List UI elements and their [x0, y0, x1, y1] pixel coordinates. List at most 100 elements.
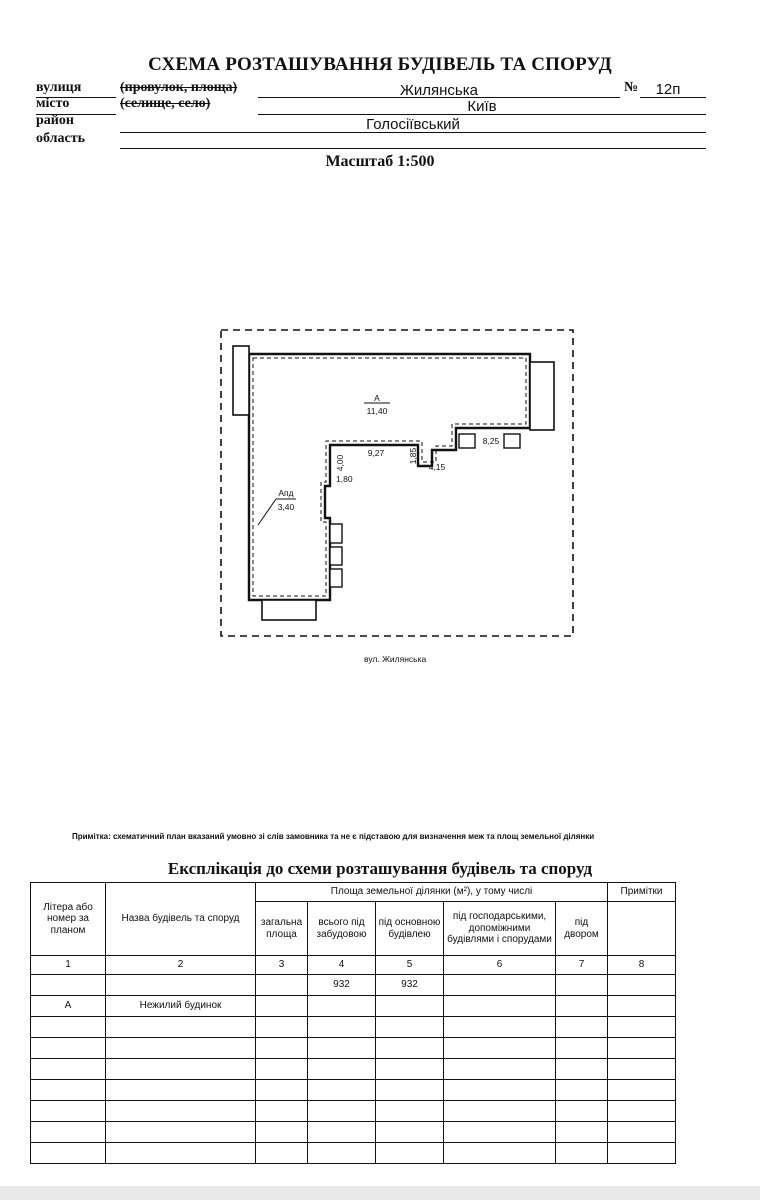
table-cell	[443, 1121, 556, 1143]
table-cell	[607, 1037, 677, 1059]
street-label-underline	[36, 97, 116, 98]
steps-4	[329, 546, 343, 566]
street-value: Жилянська	[400, 82, 478, 99]
table-cell	[554, 1142, 609, 1164]
table-cell	[307, 1142, 376, 1164]
table-cell	[307, 1016, 376, 1038]
dim-8-25: 8,25	[483, 436, 500, 446]
dim-4-15: 4,15	[429, 462, 446, 472]
col-number: 6	[443, 955, 556, 975]
disclaimer-note: Примітка: схематичний план вказаний умов…	[72, 832, 595, 841]
table-cell	[30, 1121, 106, 1143]
building-a-outline	[247, 352, 532, 602]
explication-title: Експлікація до схеми розташування будіве…	[167, 859, 593, 878]
number-value-line	[640, 97, 706, 98]
table-cell	[375, 995, 444, 1017]
table-cell	[30, 1142, 106, 1164]
table-cell	[607, 1142, 677, 1164]
table-cell	[105, 1058, 256, 1080]
table-cell	[443, 974, 556, 996]
table-cell	[307, 1058, 376, 1080]
number-label: №	[624, 80, 639, 95]
table-cell	[30, 1058, 106, 1080]
col-number: 1	[30, 955, 106, 975]
table-cell	[105, 1037, 256, 1059]
table-cell	[443, 1100, 556, 1122]
table-cell	[443, 1079, 556, 1101]
region-label: область	[36, 131, 85, 146]
table-cell	[443, 1016, 556, 1038]
table-cell	[255, 1100, 308, 1122]
table-cell	[105, 1016, 256, 1038]
annex-south	[261, 599, 317, 621]
table-cell	[105, 1100, 256, 1122]
table-cell	[255, 1058, 308, 1080]
steps-5	[329, 568, 343, 588]
annex-east	[529, 361, 555, 431]
table-cell	[105, 1121, 256, 1143]
header-total: загальна площа	[255, 901, 308, 956]
table-cell: 932	[307, 974, 376, 996]
city-value-line	[258, 114, 706, 115]
table-cell	[307, 1037, 376, 1059]
table-cell	[30, 974, 106, 996]
table-cell	[554, 995, 609, 1017]
dim-1-85: 1,85	[408, 447, 418, 464]
table-row	[30, 1037, 677, 1059]
table-cell	[443, 995, 556, 1017]
building-a-inner-contour	[252, 357, 527, 597]
table-cell	[255, 1142, 308, 1164]
street-type-struck: (провулок, площа)	[120, 80, 238, 95]
site-plan: А 11,40 9,27 4,00 1,80 1,85 4,15 8,25 Ап…	[220, 329, 574, 637]
col-number: 8	[607, 955, 677, 975]
city-type-struck: (селище, село)	[120, 96, 211, 111]
column-number-row: 1 2 3 4 5 6 7 8	[30, 955, 677, 975]
annex-west	[232, 345, 250, 416]
dim-9-27: 9,27	[368, 448, 385, 458]
city-label-underline	[36, 114, 116, 115]
steps-1	[458, 433, 476, 449]
table-cell	[375, 1079, 444, 1101]
table-cell	[554, 1016, 609, 1038]
page-bottom-margin	[0, 1186, 760, 1200]
city-value: Київ	[467, 98, 497, 115]
table-cell	[607, 1079, 677, 1101]
table-cell	[554, 1100, 609, 1122]
table-cell	[375, 1058, 444, 1080]
table-cell	[307, 1121, 376, 1143]
header-notes: Примітки	[607, 882, 677, 902]
street-value-line	[258, 97, 620, 98]
table-cell	[30, 1016, 106, 1038]
table-cell	[554, 974, 609, 996]
table-cell	[443, 1037, 556, 1059]
header-area-group: Площа земельної ділянки (м²), у тому чис…	[254, 882, 609, 902]
table-cell	[255, 1079, 308, 1101]
number-value: 12п	[655, 81, 681, 98]
col-number: 5	[375, 955, 444, 975]
table-cell	[443, 1142, 556, 1164]
table-row	[30, 1058, 677, 1080]
col-number: 3	[255, 955, 308, 975]
table-cell	[607, 1058, 677, 1080]
table-cell	[105, 1079, 256, 1101]
annex-letter: Апд	[278, 488, 293, 498]
explication-table: Літера або номер за планом Назва будівел…	[30, 882, 677, 1164]
table-cell	[307, 995, 376, 1017]
table-cell	[255, 1037, 308, 1059]
table-cell	[105, 974, 256, 996]
table-row	[30, 1079, 677, 1101]
col-number: 7	[554, 955, 609, 975]
table-cell	[30, 1079, 106, 1101]
table-cell	[307, 1079, 376, 1101]
table-cell	[375, 1037, 444, 1059]
table-cell	[255, 1016, 308, 1038]
col-number: 4	[307, 955, 376, 975]
col-number: 2	[105, 955, 256, 975]
table-cell	[554, 1037, 609, 1059]
header-main: під основною будівлею	[375, 901, 444, 956]
header-built: всього під забудовою	[307, 901, 376, 956]
